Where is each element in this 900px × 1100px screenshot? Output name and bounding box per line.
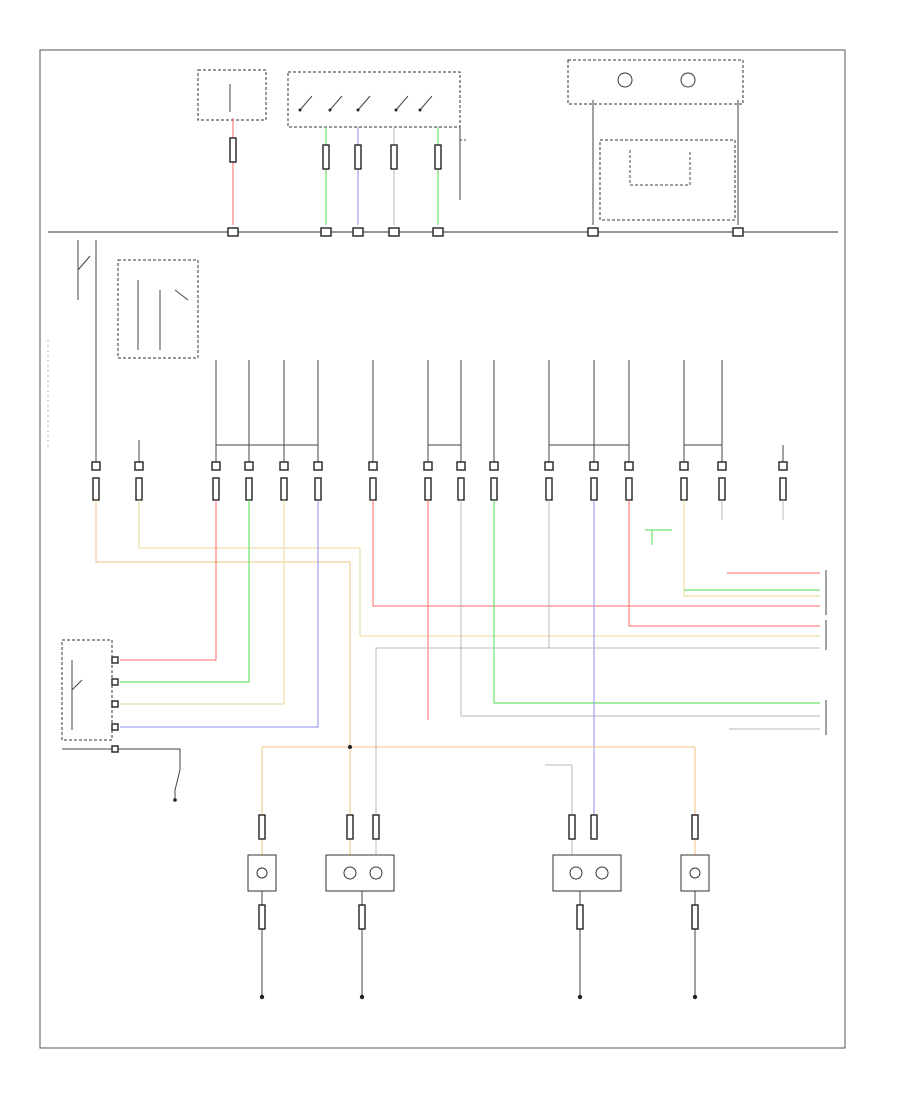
colored-wire-runs (95, 500, 820, 840)
bus-connectors (227, 227, 744, 237)
right-headlamp (552, 854, 622, 892)
relay-group (567, 59, 744, 105)
middle-vertical-wires (95, 360, 784, 465)
ground-point (577, 994, 583, 1000)
bottom-section (247, 745, 710, 1000)
left-headlamp (325, 854, 395, 892)
switch-module-top (287, 71, 461, 128)
left-switch-area (47, 240, 199, 450)
mid-connector-bodies (92, 477, 787, 501)
top-section (197, 59, 744, 225)
ground-point (359, 994, 365, 1000)
fuse-box-top (197, 69, 267, 121)
diagram-frame (39, 49, 846, 1049)
headlamp-switch (61, 639, 181, 802)
ground-point (259, 994, 265, 1000)
ground-point (692, 994, 698, 1000)
mid-connector-row (91, 461, 788, 471)
control-unit (599, 139, 736, 221)
